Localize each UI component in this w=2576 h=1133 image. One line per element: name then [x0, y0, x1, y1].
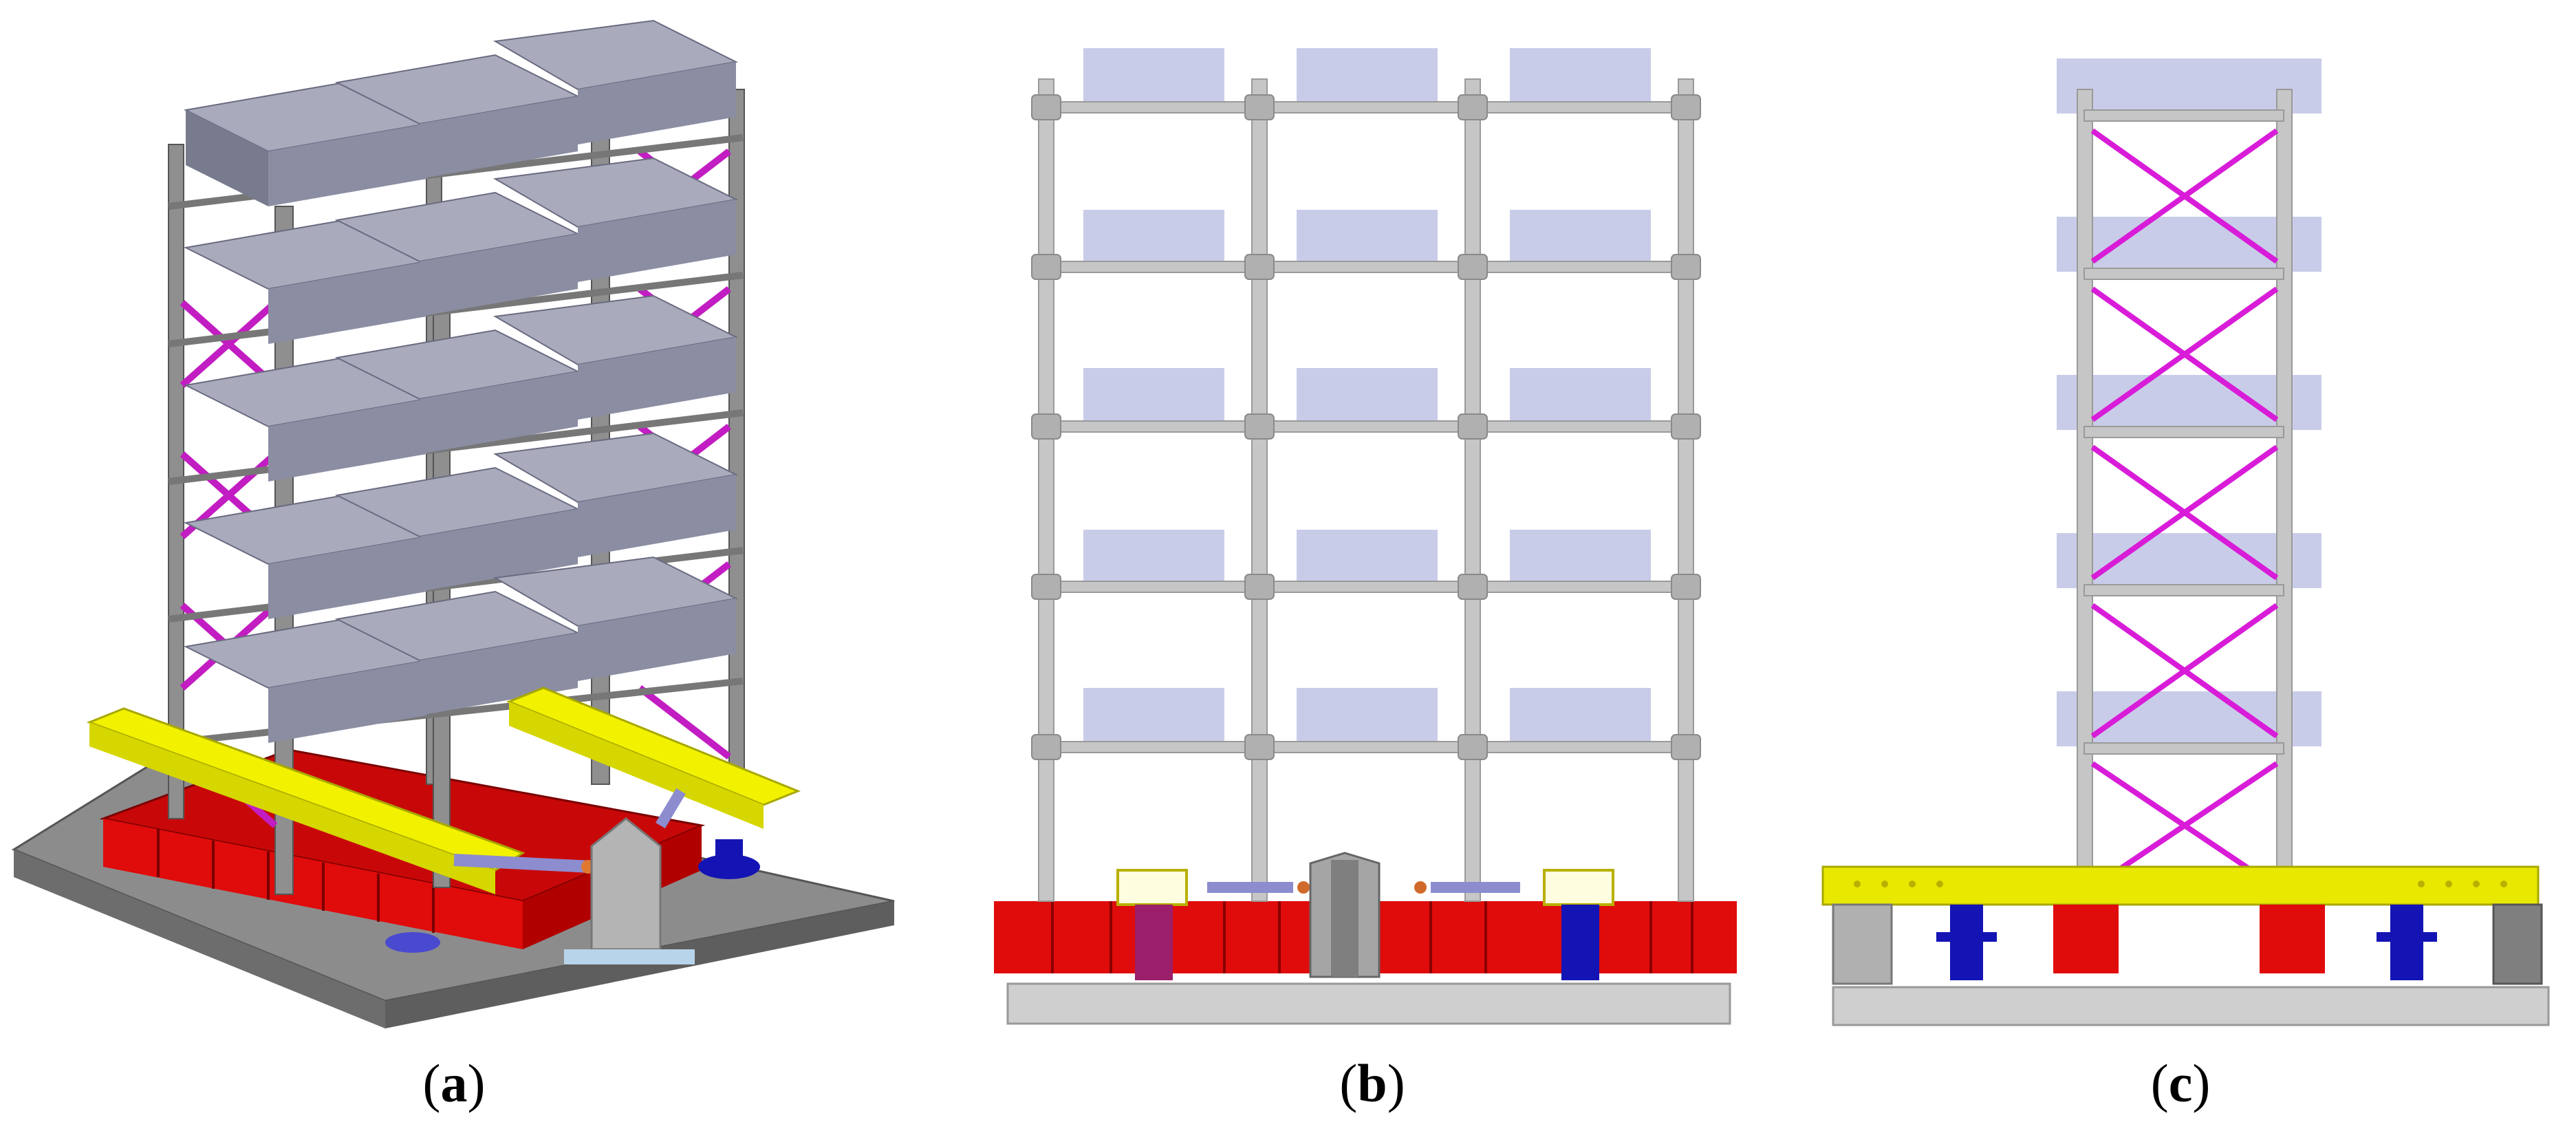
- ground-slab-c: [1832, 986, 2550, 1026]
- floor-beams-b: [1045, 101, 1686, 753]
- yellow-beam-c: [1821, 865, 2540, 906]
- columns-c: [2077, 89, 2293, 902]
- panel-c-side-elevation: [1821, 58, 2550, 1026]
- caption-c: (c): [2150, 1053, 2211, 1113]
- mass-blocks-a: [183, 19, 739, 743]
- ground-slab-b: [1006, 982, 1731, 1025]
- actuator-a: [453, 788, 695, 964]
- red-block-right-c: [2260, 905, 2325, 973]
- red-block-left-c: [2053, 905, 2119, 973]
- red-base-front-a: [103, 819, 523, 949]
- bearings-a: [385, 839, 760, 953]
- panel-a-isometric-view: [11, 19, 895, 1028]
- joint-plates-b: [1031, 94, 1701, 760]
- yellow-beams-a: [86, 687, 801, 894]
- ground-platform-front: [385, 901, 894, 1028]
- reaction-walls-c: [1832, 903, 2543, 985]
- bearings-c: [1936, 905, 2437, 980]
- panel-b-front-elevation: [994, 48, 1737, 1025]
- caption-a: (a): [422, 1053, 486, 1113]
- ground-platform-side: [14, 850, 385, 1028]
- columns-b: [1038, 78, 1694, 902]
- caption-b: (b): [1339, 1053, 1405, 1113]
- base-devices-b: [1116, 852, 1614, 980]
- mass-blocks-b: [1083, 48, 1651, 743]
- floor-beams-c: [2083, 109, 2284, 755]
